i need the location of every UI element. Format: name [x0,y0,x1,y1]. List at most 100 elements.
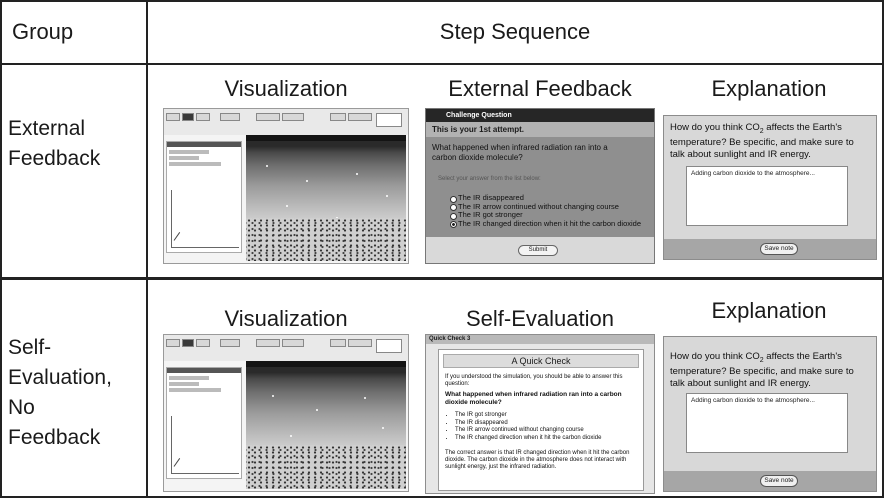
answer-option[interactable]: The IR disappeared [450,193,641,203]
sim-button [182,113,194,121]
quick-check-options: The IR got stronger The IR disappeared T… [455,412,601,442]
quick-check-answer: The correct answer is that IR changed di… [445,450,630,470]
photon-dot [286,205,288,207]
temperature-plot [171,190,239,248]
sim-button [256,339,280,347]
answer-option[interactable]: The IR got stronger [450,210,641,220]
header-group: Group [12,19,74,44]
photon-dot [386,195,388,197]
answer-option[interactable]: The IR arrow continued without changing … [450,202,641,212]
group-label-external-feedback: External Feedback [8,114,100,174]
panel-row [169,162,221,166]
table-border-left [0,0,2,498]
step-title-self-evaluation: Self-Evaluation [466,306,614,331]
table-border-top [0,0,884,2]
visualization-screenshot [163,334,409,492]
simulation-view [246,361,406,489]
group-label-line: Feedback [8,147,101,170]
answer-options: The IR disappeared The IR arrow continue… [450,193,641,229]
simulation-top-bar [246,135,406,141]
explanation-footer: Save note [664,239,876,259]
panel-title-bar [167,368,241,373]
temperature-plot [171,416,239,474]
photon-dot [382,427,384,429]
photon-dot [364,397,366,399]
panel-row [169,150,209,154]
quick-check-card: A Quick Check If you understood the simu… [438,349,644,491]
sim-button [196,113,210,121]
co2-level-box [376,113,402,127]
quick-check-question: What happened when infrared radiation ra… [445,391,622,406]
question-area [426,137,654,237]
step-title-explanation: Explanation [711,76,827,101]
global-temperature-panel [166,367,242,479]
challenge-question-dialog: Challenge Question This is your 1st atte… [425,108,655,264]
header-divider [0,63,884,65]
group-label-line: External [8,117,86,140]
sim-button [256,113,280,121]
quick-check-bar: Quick Check 3 [426,335,654,344]
temperature-line [173,232,181,241]
photon-dot [306,180,308,182]
sim-button [196,339,210,347]
quick-check-intro: If you understood the simulation, you sh… [445,374,623,387]
simulation-top-bar [246,361,406,367]
photon-dot [266,165,268,167]
save-note-button[interactable]: Save note [760,475,798,487]
quick-check-option: The IR changed direction when it hit the… [455,435,601,443]
sim-button [330,113,346,121]
quick-check-option: The IR got stronger [455,412,601,420]
column-divider [146,0,148,498]
panel-row [169,376,209,380]
explanation-prompt: How do you think CO2 affects the Earth's… [670,351,854,389]
quick-check-option: The IR arrow continued without changing … [455,427,601,435]
quick-check-option: The IR disappeared [455,420,601,428]
answer-option-selected[interactable]: The IR changed direction when it hit the… [450,219,641,229]
explanation-footer: Save note [664,471,876,491]
group-label-line: No [8,396,35,419]
explanation-textarea[interactable]: Adding carbon dioxide to the atmosphere.… [686,393,848,453]
sim-button [220,113,240,121]
step-title-explanation: Explanation [711,298,827,323]
panel-row [169,156,199,160]
co2-level-box [376,339,402,353]
table-border-bottom [0,496,884,498]
photon-dot [316,409,318,411]
quick-check-panel: Quick Check 3 A Quick Check If you under… [425,334,655,494]
step-title-external-feedback: External Feedback [448,76,632,101]
sim-button [348,339,372,347]
explanation-textarea[interactable]: Adding carbon dioxide to the atmosphere.… [686,166,848,226]
sim-button [220,339,240,347]
temperature-line [173,458,181,467]
sim-button [348,113,372,121]
sim-button [282,113,304,121]
sim-button [282,339,304,347]
ground-particles [246,445,406,489]
table-border-right [882,0,884,498]
save-note-button[interactable]: Save note [760,243,798,255]
sim-button [166,113,180,121]
step-title-visualization: Visualization [224,306,348,331]
step-title-visualization: Visualization [224,76,348,101]
photon-dot [272,395,274,397]
group-label-self-evaluation: Self- Evaluation, No Feedback [8,333,112,453]
row-divider [0,277,884,280]
photon-dot [290,435,292,437]
panel-row [169,388,221,392]
photon-dot [356,173,358,175]
ground-particles [246,218,406,261]
quick-check-heading: A Quick Check [443,354,639,368]
submit-button[interactable]: Submit [518,245,558,256]
question-text: What happened when infrared radiation ra… [432,143,608,162]
sim-button [330,339,346,347]
panel-row [169,382,199,386]
photon-dot [336,217,338,219]
explanation-prompt: How do you think CO2 affects the Earth's… [670,122,854,160]
header-step-sequence: Step Sequence [439,19,591,44]
sim-button [182,339,194,347]
attempt-text: This is your 1st attempt. [426,122,654,137]
sim-button [166,339,180,347]
explanation-panel: How do you think CO2 affects the Earth's… [663,336,877,492]
simulation-view [246,135,406,261]
